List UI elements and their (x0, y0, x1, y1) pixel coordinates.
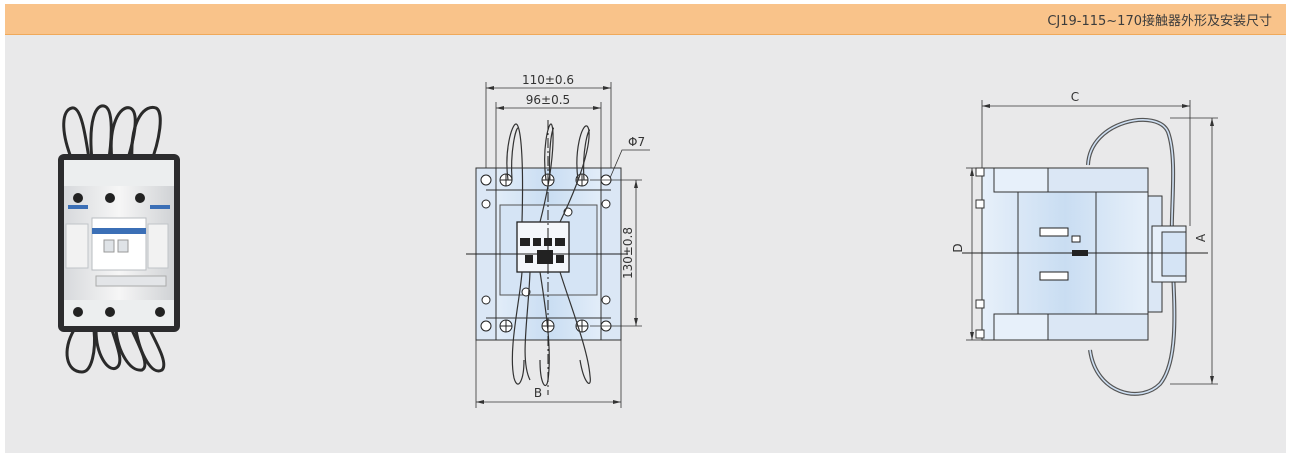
contactor-photo (58, 104, 180, 374)
dim-130-label: 130±0.8 (621, 227, 635, 279)
dim-a-label: A (1194, 233, 1208, 242)
header-bar: CJ19-115~170接触器外形及安装尺寸 (5, 4, 1286, 35)
dim-hole-label: Φ7 (628, 135, 645, 149)
dim-96-label: 96±0.5 (526, 93, 570, 107)
dim-110-label: 110±0.6 (522, 73, 574, 87)
dim-c-label: C (1071, 90, 1079, 104)
dim-b-label: B (534, 386, 542, 400)
side-view-drawing: C D A (951, 90, 1218, 396)
page-title: CJ19-115~170接触器外形及安装尺寸 (1047, 14, 1272, 29)
front-view-drawing: 110±0.6 96±0.5 Φ7 130±0.8 B (466, 73, 650, 408)
dim-d-label: D (951, 243, 965, 252)
